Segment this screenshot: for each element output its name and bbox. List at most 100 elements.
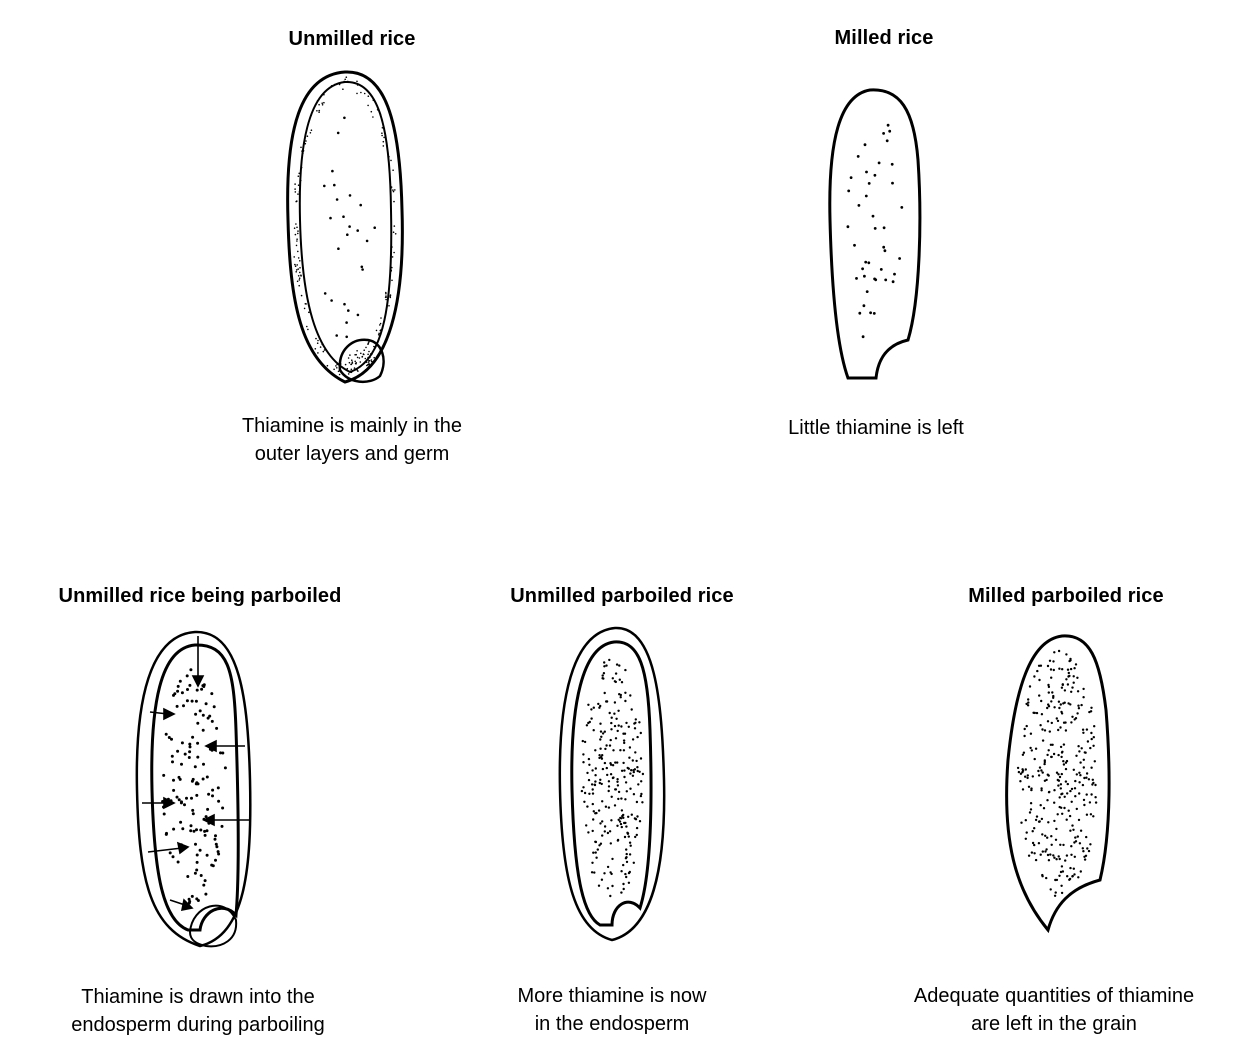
stipple-dot — [181, 827, 185, 831]
stipple-dot — [379, 324, 381, 326]
stipple-dot — [204, 892, 208, 896]
stipple-dot — [616, 780, 619, 783]
stipple-dot — [606, 865, 610, 869]
stipple-dot — [1046, 836, 1049, 839]
stipple-dot — [1016, 766, 1020, 770]
stipple-dot — [606, 831, 610, 835]
stipple-dot — [345, 321, 348, 324]
stipple-dot — [1069, 829, 1072, 832]
stipple-dot — [389, 296, 392, 299]
stipple-dot — [1053, 819, 1056, 823]
stipple-dot — [162, 773, 166, 777]
stipple-dot — [1059, 703, 1063, 706]
stipple-dot — [1061, 870, 1065, 873]
stipple-dot — [594, 774, 597, 777]
stipple-dot — [295, 271, 298, 273]
stipple-dot — [296, 238, 298, 240]
stipple-dot — [335, 334, 339, 337]
stipple-dot — [594, 780, 597, 783]
stipple-dot — [368, 364, 371, 366]
stipple-dot — [1079, 829, 1083, 832]
stipple-dot — [633, 722, 636, 725]
stipple-dot — [599, 722, 602, 725]
stipple-dot — [321, 104, 324, 106]
stipple-dot — [600, 878, 604, 881]
stipple-dot — [639, 794, 643, 798]
stipple-dot — [378, 332, 380, 335]
unmilled-endosperm-dots — [323, 116, 377, 339]
stipple-dot — [632, 861, 635, 864]
stipple-dot — [1039, 664, 1043, 667]
stipple-dot — [1035, 815, 1039, 818]
stipple-dot — [635, 826, 639, 830]
stipple-dot — [1091, 778, 1095, 781]
stipple-dot — [1025, 724, 1028, 728]
stipple-dot — [1021, 753, 1025, 756]
stipple-dot — [1068, 877, 1072, 881]
stipple-dot — [1073, 873, 1076, 876]
stipple-dot — [359, 203, 363, 207]
stipple-dot — [1083, 858, 1087, 861]
stipple-dot — [298, 191, 301, 193]
stipple-dot — [1062, 843, 1065, 847]
stipple-dot — [1082, 766, 1086, 769]
stipple-dot — [625, 848, 628, 851]
stipple-dot — [632, 793, 636, 796]
stipple-dot — [624, 798, 627, 801]
stipple-dot — [186, 875, 190, 878]
stipple-dot — [360, 91, 362, 94]
stipple-dot — [623, 775, 626, 779]
stipple-dot — [1050, 835, 1053, 838]
stipple-dot — [855, 277, 858, 280]
stipple-dot — [618, 820, 622, 823]
stipple-dot — [599, 738, 602, 741]
stipple-dot — [303, 307, 306, 310]
stipple-dot — [1057, 855, 1060, 858]
stipple-dot — [310, 114, 313, 117]
stipple-dot — [295, 200, 298, 203]
stipple-dot — [195, 853, 199, 857]
stipple-dot — [363, 92, 366, 95]
uparb-inner-endosperm — [570, 640, 653, 927]
stipple-dot — [293, 256, 296, 258]
stipple-dot — [603, 661, 606, 664]
stipple-dot — [1069, 789, 1072, 793]
stipple-dot — [1070, 800, 1073, 803]
stipple-dot — [206, 807, 210, 811]
stipple-dot — [1017, 770, 1021, 774]
stipple-dot — [1029, 808, 1033, 811]
stipple-dot — [591, 792, 595, 795]
stipple-dot — [365, 361, 368, 364]
stipple-dot — [1074, 779, 1077, 783]
stipple-dot — [361, 355, 364, 358]
stipple-dot — [1052, 694, 1055, 698]
stipple-dot — [613, 724, 617, 728]
stipple-dot — [1078, 771, 1081, 774]
stipple-dot — [1074, 840, 1078, 843]
stipple-dot — [1046, 664, 1050, 668]
stipple-dot — [204, 815, 208, 819]
stipple-dot — [869, 311, 872, 315]
milled-endosperm-dots — [846, 123, 904, 339]
stipple-dot — [613, 680, 617, 683]
stipple-dot — [588, 763, 591, 766]
stipple-dot — [1036, 669, 1039, 673]
stipple-dot — [203, 879, 207, 883]
stipple-dot — [628, 841, 632, 844]
stipple-dot — [297, 184, 300, 186]
stipple-dot — [888, 129, 892, 133]
stipple-dot — [1083, 803, 1086, 807]
stipple-dot — [389, 294, 392, 296]
mparb-grain-outline — [1005, 634, 1111, 934]
stipple-dot — [629, 844, 632, 847]
stipple-dot — [191, 812, 195, 816]
stipple-dot — [599, 778, 602, 781]
stipple-dot — [863, 274, 866, 278]
stipple-dot — [381, 327, 384, 329]
stipple-dot — [1070, 690, 1073, 693]
stipple-dot — [612, 749, 615, 752]
stipple-dot — [372, 116, 374, 118]
stipple-dot — [212, 705, 216, 709]
stipple-dot — [610, 728, 613, 731]
stipple-dot — [1022, 751, 1026, 754]
